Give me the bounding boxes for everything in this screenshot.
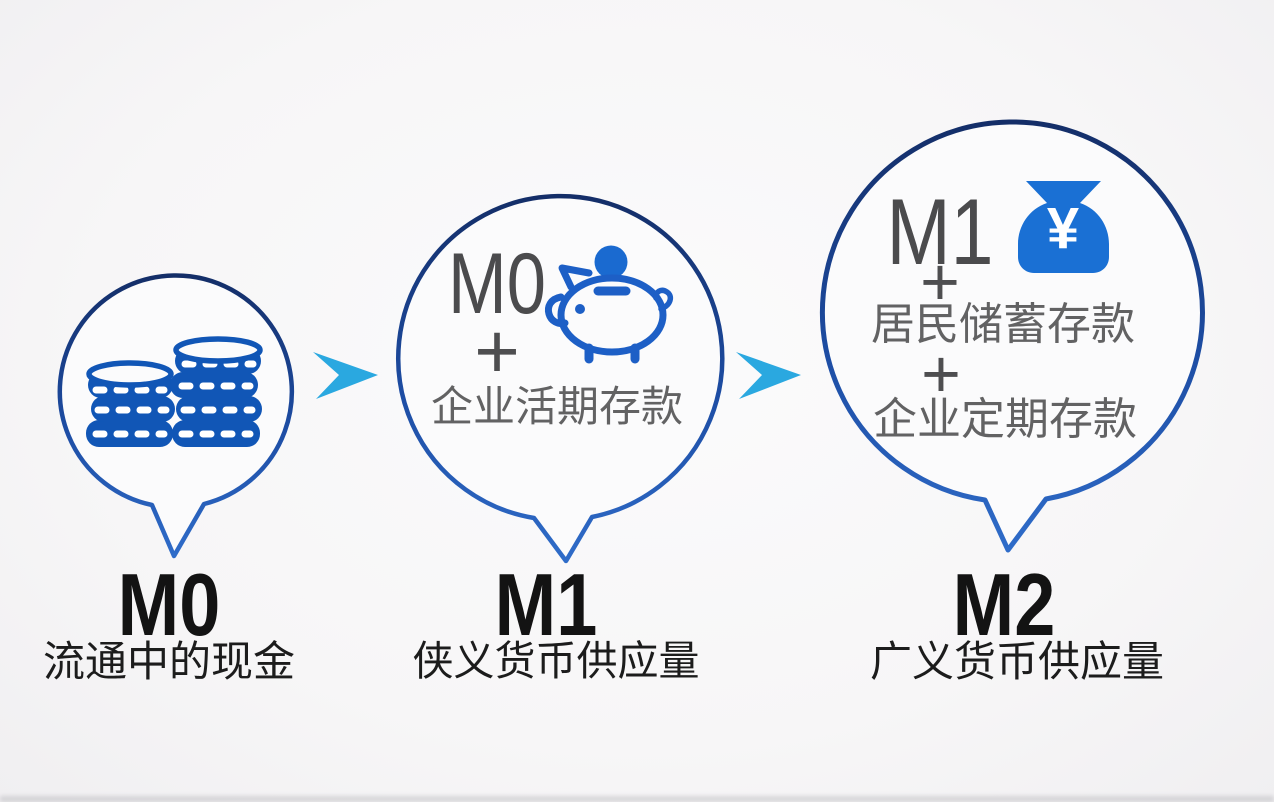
bubble-m1-inner-term: M0 [448,236,546,332]
label-m0: M0 [117,555,221,654]
coin-stacks-icon [86,336,263,447]
plus-operator: + [474,307,520,395]
bubble-m1-addend: 企业活期存款 [430,383,683,430]
sublabel-m0: 流通中的现金 [42,638,295,685]
piggy-bank-icon [544,245,674,364]
arrow-right-icon [736,352,801,399]
plus-operator: + [920,244,960,320]
money-bag-symbol: ¥ [1046,196,1080,261]
arrow-right-icon [313,352,378,399]
bubble-m2-addend-1: 居民储蓄存款 [871,300,1135,349]
bottom-edge-artifact [0,796,1274,802]
bubble-m2-addend-2: 企业定期存款 [873,395,1137,444]
label-m2: M2 [952,555,1056,654]
label-m1: M1 [494,555,598,654]
sublabel-m2: 广义货币供应量 [869,638,1164,685]
bubble-m2-inner-term: M1 [886,179,994,284]
sublabel-m1: 侠义货币供应量 [412,638,700,684]
bubble-m2 [819,119,1205,553]
money-bag-icon [1018,181,1109,273]
plus-operator: + [921,336,961,412]
